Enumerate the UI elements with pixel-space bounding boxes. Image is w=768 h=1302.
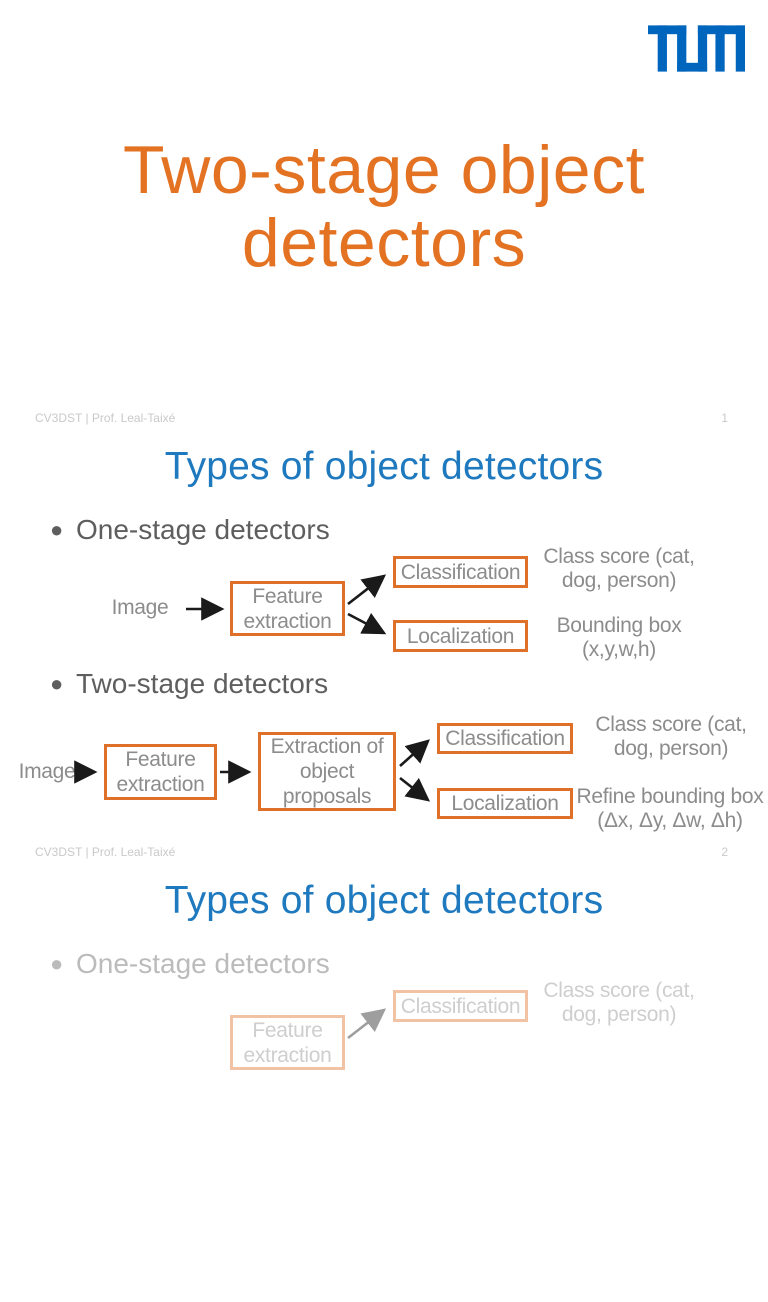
one-stage-classification-box: Classification: [393, 990, 528, 1022]
two-stage-refine-note: Refine bounding box (Δx, Δy, Δw, Δh): [572, 785, 768, 833]
two-stage-feature-extraction-box: Feature extraction: [104, 744, 217, 800]
slide2-footer: CV3DST | Prof. Leal-Taixé 2: [35, 845, 728, 859]
bounding-line2: (x,y,w,h): [582, 638, 656, 661]
slide1-title-line2: detectors: [241, 205, 527, 281]
bounding-line1: Bounding box: [556, 614, 682, 637]
refine-line2: (Δx, Δy, Δw, Δh): [597, 809, 743, 832]
two-stage-image-label: Image: [18, 760, 76, 783]
slide1-title-line1: Two-stage object: [122, 132, 646, 208]
slide3-flow-arrows: [347, 1008, 387, 1040]
one-stage-feature-extraction-label: Feature extraction: [243, 584, 332, 633]
two-stage-localization-box: Localization: [437, 788, 573, 819]
one-stage-feature-extraction-box: Feature extraction: [230, 581, 345, 636]
two-stage-classification-box: Classification: [437, 723, 573, 754]
one-stage-localization-box: Localization: [393, 620, 528, 652]
two-stage-proposals-label: Extraction of object proposals: [270, 735, 384, 808]
two-stage-feature-extraction-label: Feature extraction: [116, 748, 205, 796]
two-stage-class-score-note: Class score (cat, dog, person): [574, 713, 768, 761]
class-score-line1: Class score (cat,: [543, 979, 695, 1002]
arrow-feature-to-localization: [347, 612, 387, 635]
bullet-one-stage-label: One-stage detectors: [76, 514, 330, 545]
bullet-dot-icon: ●: [50, 951, 64, 976]
bullet-one-stage-label: One-stage detectors: [76, 948, 330, 979]
class-score-line1: Class score (cat,: [595, 713, 747, 736]
bullet-two-stage-label: Two-stage detectors: [76, 668, 329, 699]
class-score-line2: dog, person): [613, 737, 729, 760]
class-score-line2: dog, person): [561, 569, 677, 592]
bullet-dot-icon: ●: [50, 671, 64, 696]
arrow-proposals-to-classification: [399, 739, 430, 767]
one-stage-classification-box: Classification: [393, 556, 528, 588]
two-stage-classification-label: Classification: [445, 727, 565, 750]
bullet-one-stage: ● One-stage detectors: [50, 948, 330, 980]
arrow-feature-to-classification: [347, 574, 387, 606]
one-stage-bounding-box-note: Bounding box (x,y,w,h): [523, 614, 715, 662]
slide-2: Types of object detectors ● One-stage de…: [0, 434, 768, 868]
arrow-feature-to-classification: [347, 1008, 387, 1040]
two-stage-localization-label: Localization: [451, 792, 559, 815]
refine-line1: Refine bounding box: [576, 785, 764, 808]
two-stage-proposals-box: Extraction of object proposals: [258, 732, 396, 811]
one-stage-localization-label: Localization: [406, 624, 515, 648]
footer-course-label: CV3DST | Prof. Leal-Taixé: [35, 411, 176, 425]
one-stage-classification-label: Classification: [400, 994, 521, 1018]
slide1-page-number: 1: [721, 411, 728, 425]
bullet-two-stage: ● Two-stage detectors: [50, 668, 328, 700]
one-stage-image-label: Image: [111, 596, 169, 619]
bullet-dot-icon: ●: [50, 517, 64, 542]
class-score-line2: dog, person): [561, 1003, 677, 1026]
footer-course-label: CV3DST | Prof. Leal-Taixé: [35, 845, 176, 859]
slide2-page-number: 2: [721, 845, 728, 859]
slide-3: Types of object detectors ● One-stage de…: [0, 868, 768, 1302]
class-score-line1: Class score (cat,: [543, 545, 695, 568]
slide-1: Two-stage object detectors CV3DST | Prof…: [0, 0, 768, 434]
slide2-title: Types of object detectors: [164, 445, 604, 488]
one-stage-class-score-note: Class score (cat, dog, person): [523, 545, 715, 593]
one-stage-class-score-note: Class score (cat, dog, person): [523, 979, 715, 1027]
one-stage-feature-extraction-label: Feature extraction: [243, 1018, 332, 1067]
slide1-title: Two-stage object detectors: [0, 134, 768, 280]
slide1-footer: CV3DST | Prof. Leal-Taixé 1: [35, 411, 728, 425]
one-stage-feature-extraction-box: Feature extraction: [230, 1015, 345, 1070]
arrow-proposals-to-localization: [399, 776, 431, 802]
tum-logo-icon: [648, 25, 745, 72]
slide3-title: Types of object detectors: [164, 879, 604, 922]
bullet-one-stage: ● One-stage detectors: [50, 514, 330, 546]
one-stage-classification-label: Classification: [400, 560, 521, 584]
